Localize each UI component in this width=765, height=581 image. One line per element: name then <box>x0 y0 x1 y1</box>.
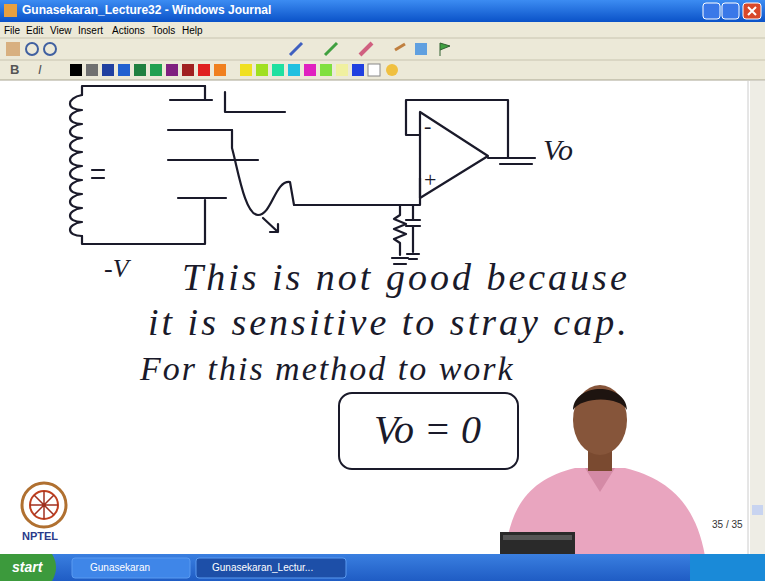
handwritten-note: it is sensitive to stray cap. <box>148 302 630 344</box>
page-counter: 35 / 35 <box>712 519 743 530</box>
output-voltage-label: Vo <box>543 133 573 166</box>
bold-button: B <box>10 63 19 77</box>
menu-item: Edit <box>26 25 43 36</box>
menu-item: Help <box>182 25 203 36</box>
menu-item: Insert <box>78 25 103 36</box>
supply-label: -V <box>104 255 129 284</box>
menu-item: File <box>4 25 20 36</box>
boxed-condition: Vo = 0 <box>338 392 519 470</box>
menu-item: Tools <box>152 25 175 36</box>
box-text: Vo = 0 <box>374 408 517 452</box>
menu-item: View <box>50 25 72 36</box>
inverting-input-sign: - <box>424 114 431 138</box>
taskbar-item: Gunasekaran <box>90 562 150 573</box>
start-button: start <box>12 560 42 575</box>
handwritten-note: This is not good because <box>182 257 630 299</box>
italic-button: I <box>38 63 42 77</box>
window-title: Gunasekaran_Lecture32 - Windows Journal <box>22 4 271 17</box>
noninverting-input-sign: + <box>424 168 436 192</box>
handwritten-note: For this method to work <box>140 350 515 387</box>
taskbar-item: Gunasekaran_Lectur... <box>212 562 313 573</box>
menu-item: Actions <box>112 25 145 36</box>
logo-text: NPTEL <box>22 530 58 542</box>
